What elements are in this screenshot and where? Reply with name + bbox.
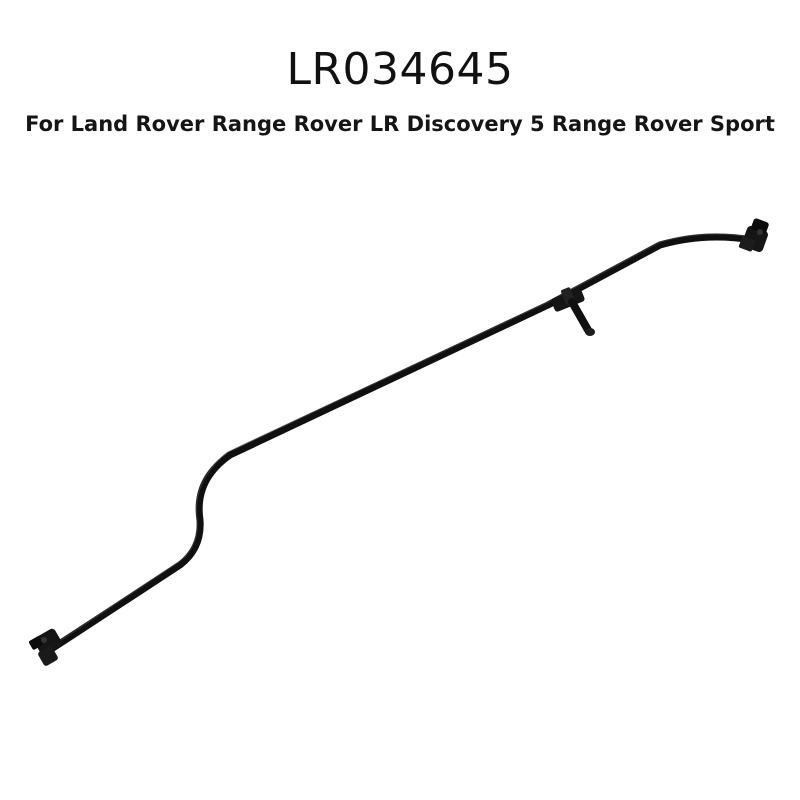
part-number-title: LR034645 <box>286 44 514 95</box>
hose-main-line <box>46 233 756 654</box>
compatibility-subtitle: For Land Rover Range Rover LR Discovery … <box>25 112 775 136</box>
t-junction-connector <box>551 287 595 336</box>
left-end-connector <box>29 628 62 666</box>
hose-highlight <box>51 233 753 647</box>
right-end-connector <box>738 218 769 252</box>
